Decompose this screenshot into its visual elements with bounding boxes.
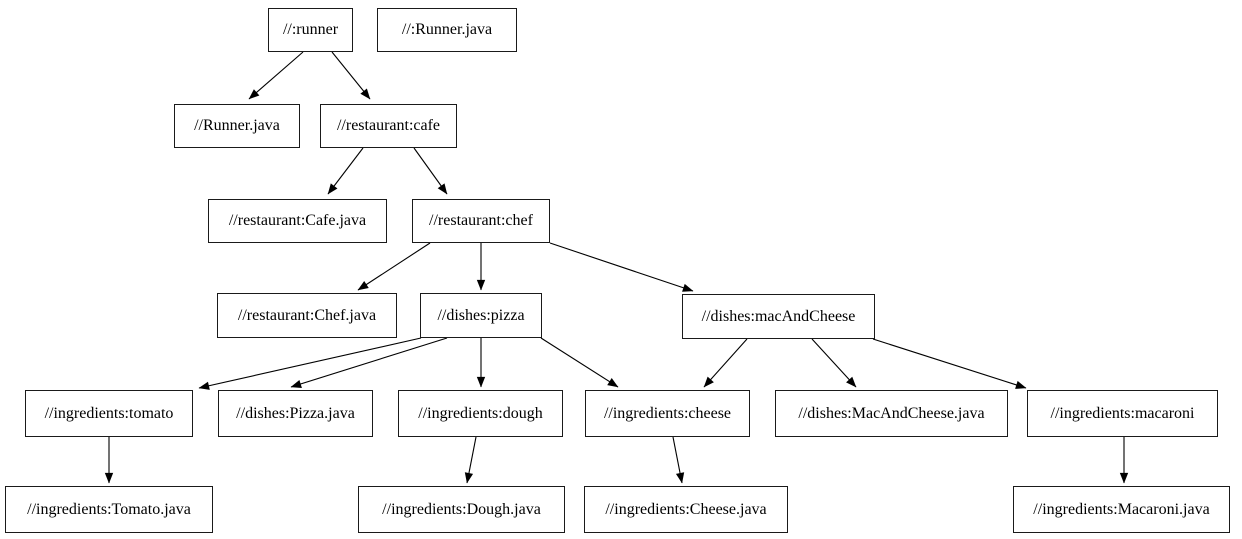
- edge-pizza-to-cheese: [540, 337, 619, 388]
- edge-mac-and-cheese-to-mac-and-cheese-java: [811, 338, 857, 388]
- node-runner-java: //Runner.java: [174, 104, 300, 148]
- node-pizza: //dishes:pizza: [420, 293, 542, 338]
- node-dough: //ingredients:dough: [398, 390, 563, 437]
- edge-cafe-to-chef: [413, 147, 448, 195]
- edge-dough-to-dough-java: [464, 436, 477, 484]
- edge-pizza-to-tomato: [198, 337, 422, 390]
- node-tomato-java: //ingredients:Tomato.java: [5, 486, 213, 533]
- node-dough-java: //ingredients:Dough.java: [358, 486, 565, 533]
- node-mac-and-cheese-java: //dishes:MacAndCheese.java: [775, 390, 1008, 437]
- node-cafe: //restaurant:cafe: [320, 104, 457, 148]
- edge-pizza-to-pizza-java: [290, 337, 448, 388]
- node-tomato: //ingredients:tomato: [25, 390, 193, 437]
- node-runner: //:runner: [268, 8, 353, 52]
- node-cafe-java: //restaurant:Cafe.java: [208, 199, 387, 243]
- node-cheese-java: //ingredients:Cheese.java: [584, 486, 788, 533]
- edge-cafe-to-cafe-java: [327, 147, 364, 195]
- node-macaroni: //ingredients:macaroni: [1027, 390, 1218, 437]
- node-macaroni-java: //ingredients:Macaroni.java: [1013, 486, 1230, 533]
- edge-chef-to-chef-java: [357, 242, 431, 291]
- edge-cheese-to-cheese-java: [672, 436, 685, 484]
- edge-mac-and-cheese-to-cheese: [703, 338, 748, 388]
- node-chef-java: //restaurant:Chef.java: [217, 293, 397, 338]
- edge-mac-and-cheese-to-macaroni: [872, 338, 1027, 389]
- node-cheese: //ingredients:cheese: [585, 390, 750, 437]
- node-pizza-java: //dishes:Pizza.java: [218, 390, 373, 437]
- node-runner-java-top: //:Runner.java: [377, 8, 517, 52]
- node-mac-and-cheese: //dishes:macAndCheese: [682, 294, 875, 339]
- node-chef: //restaurant:chef: [412, 199, 550, 243]
- edge-chef-to-mac-and-cheese: [549, 242, 694, 292]
- edge-runner-to-cafe: [331, 51, 371, 100]
- edge-runner-to-runner-java: [248, 51, 304, 100]
